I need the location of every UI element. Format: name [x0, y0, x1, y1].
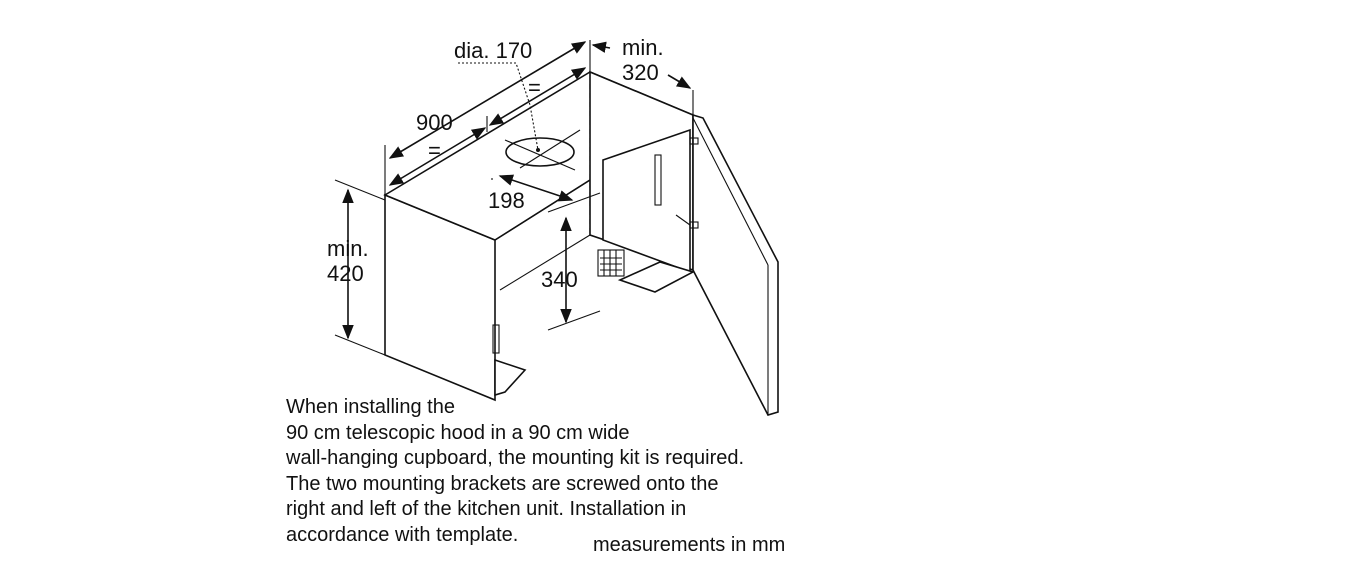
height-dimension: min. 420: [327, 179, 386, 356]
min420-line2: 420: [327, 261, 364, 286]
right-shelf: [617, 261, 696, 293]
depth-dimension: min. 320: [591, 35, 694, 115]
duct-opening: [505, 137, 575, 167]
door-panel: [692, 113, 779, 416]
measurement-units: measurements in mm: [593, 534, 786, 556]
note-line: The two mounting brackets are screwed on…: [286, 472, 719, 495]
equal-top-label: =: [528, 75, 541, 100]
installation-note: When installing the 90 cm telescopic hoo…: [286, 395, 826, 548]
inner-height-label: 340: [541, 267, 578, 292]
min420-line1: min.: [327, 236, 369, 261]
min320-line2: 320: [622, 60, 659, 85]
left-shelf: [494, 358, 527, 397]
note-line: right and left of the kitchen unit. Inst…: [286, 498, 687, 520]
note-line: When installing the: [286, 396, 455, 418]
note-line: wall-hanging cupboard, the mounting kit …: [286, 447, 745, 469]
equal-left-label: =: [428, 138, 441, 163]
width-label: 900: [416, 110, 453, 135]
offset-dimension: 198: [488, 174, 574, 213]
note-line: 90 cm telescopic hood in a 90 cm wide: [286, 421, 630, 444]
cabinet: [383, 70, 696, 402]
dia-label: dia. 170: [454, 38, 532, 63]
min320-line1: min.: [622, 35, 664, 60]
note-line: accordance with template.: [286, 523, 519, 546]
inner-height-dimension: 340: [541, 192, 601, 331]
mounting-bracket: [597, 249, 625, 277]
width-dimension: 900 = =: [384, 40, 591, 195]
offset-label: 198: [488, 188, 525, 213]
cabinet-door: [675, 113, 779, 416]
